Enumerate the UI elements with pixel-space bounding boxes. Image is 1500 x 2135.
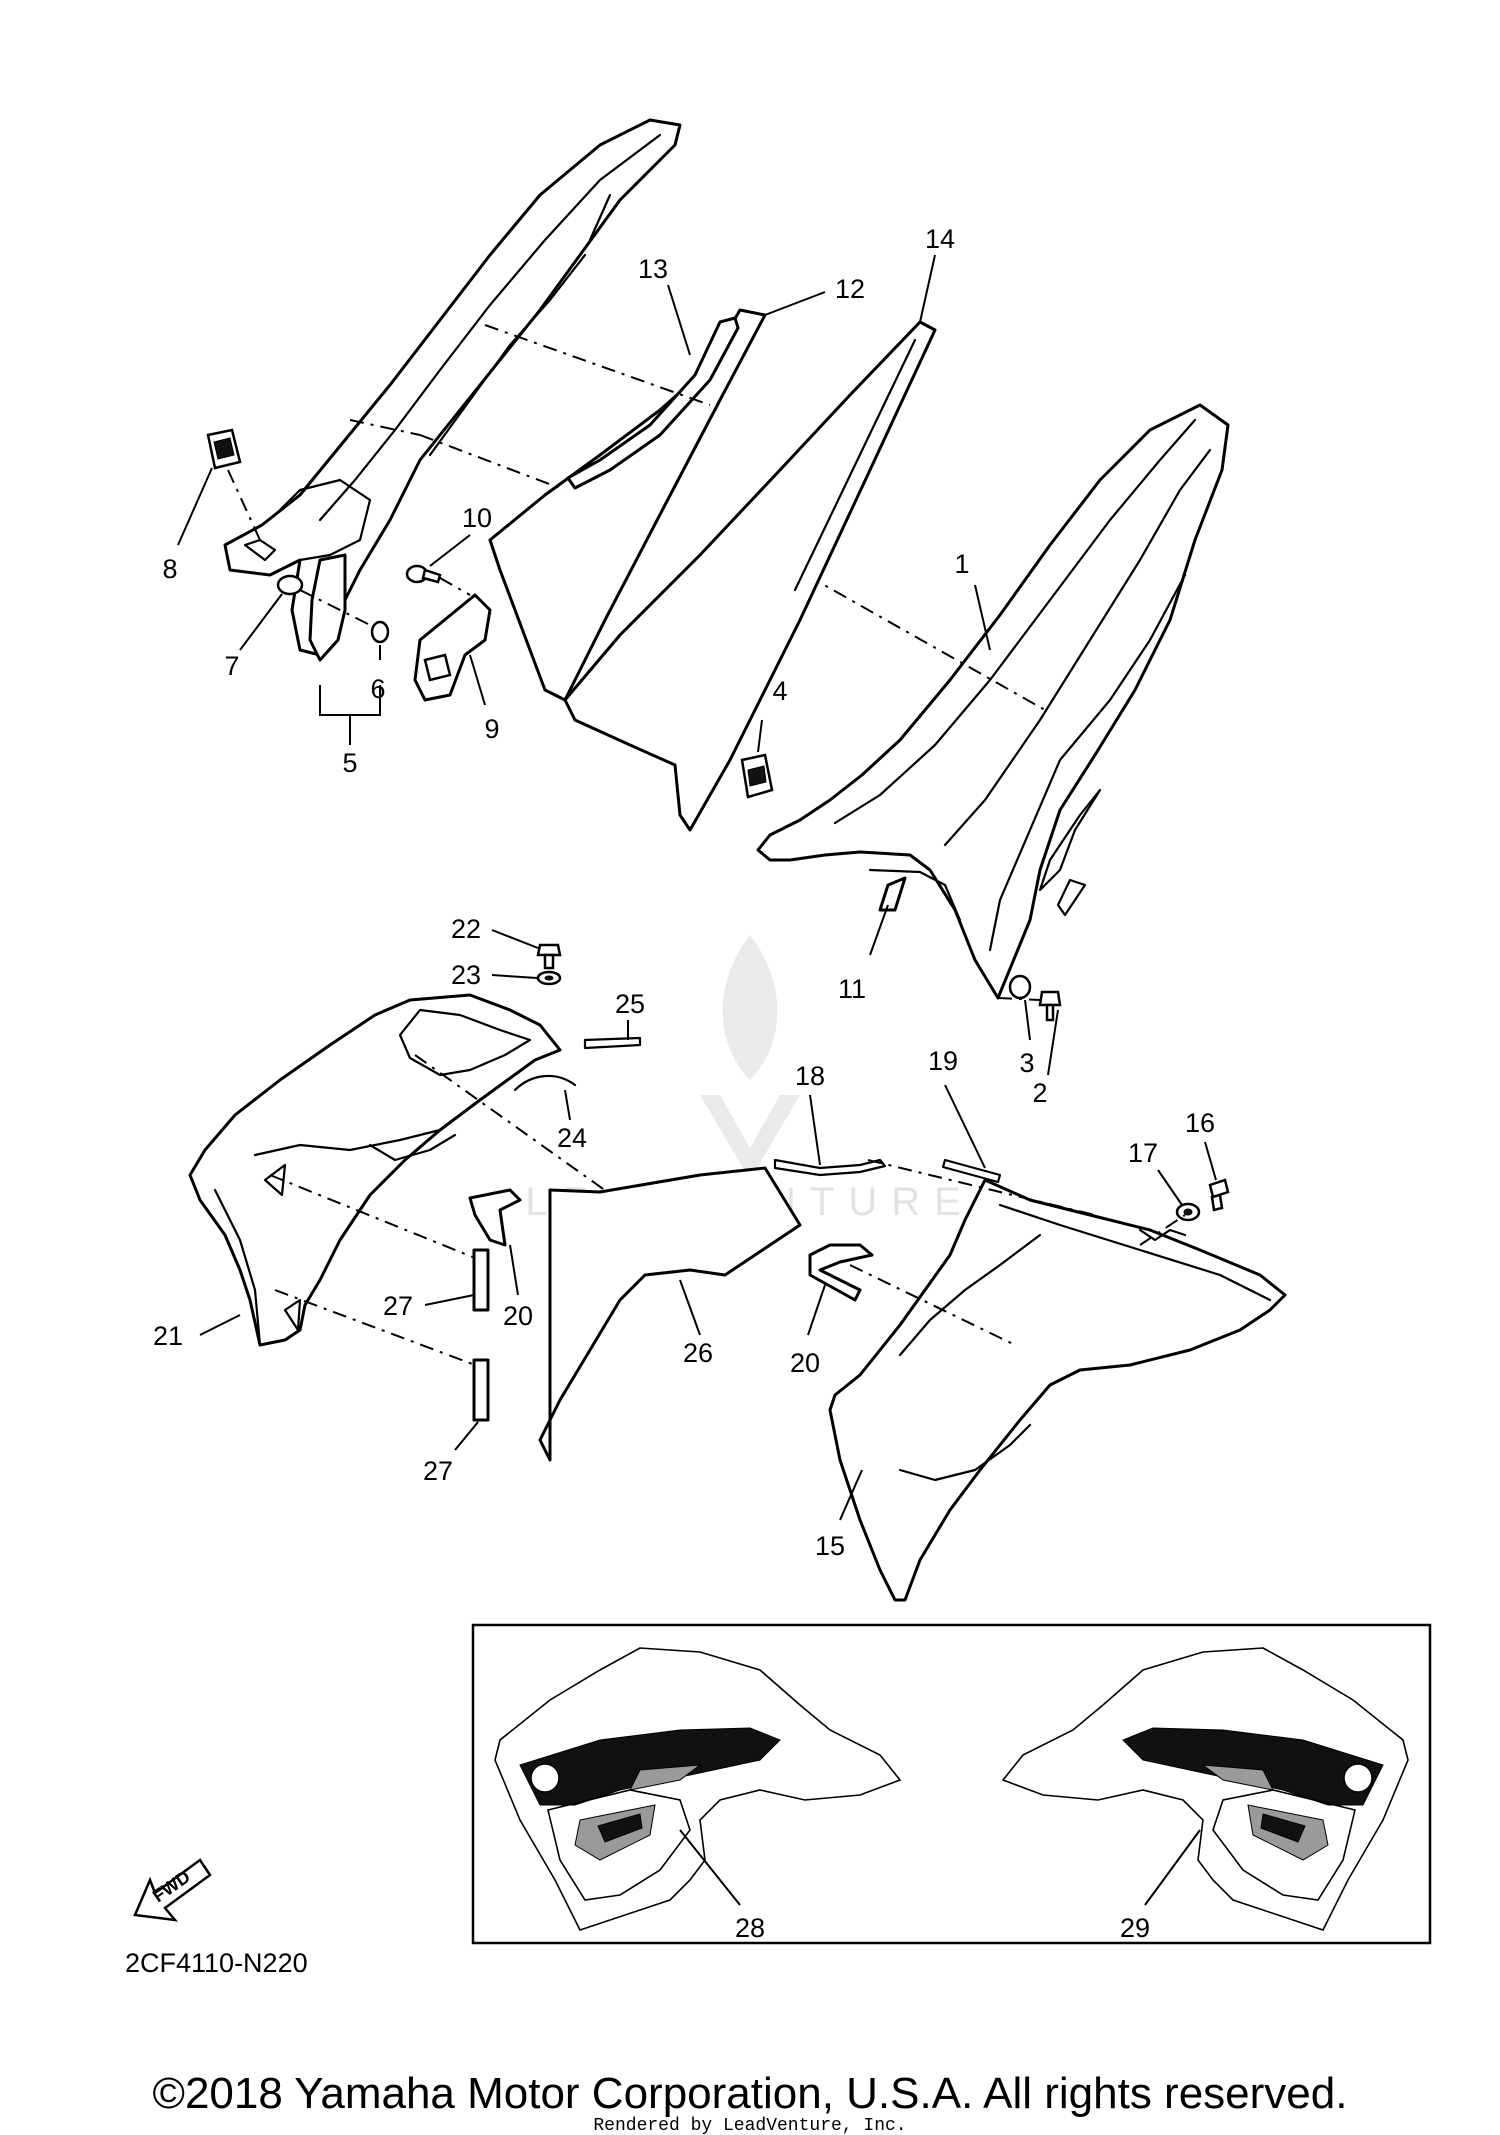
tape-27-upper bbox=[472, 1248, 490, 1312]
sheet-26 bbox=[538, 1166, 802, 1462]
callout-24: 24 bbox=[557, 1123, 587, 1153]
callout-2: 2 bbox=[1032, 1078, 1047, 1108]
callout-23: 23 bbox=[451, 960, 481, 990]
pad-20-left bbox=[468, 1188, 522, 1247]
bolt-22 bbox=[536, 943, 562, 970]
callout-8: 8 bbox=[162, 554, 177, 584]
bolt-7 bbox=[276, 574, 381, 631]
washer-3 bbox=[1008, 974, 1032, 1000]
side-cover-right bbox=[756, 403, 1230, 1000]
callout-19: 19 bbox=[928, 1046, 958, 1076]
grommet-8 bbox=[206, 428, 261, 541]
tape-27-lower bbox=[472, 1358, 490, 1422]
seal-24 bbox=[513, 1074, 577, 1092]
washer-17 bbox=[1175, 1202, 1201, 1222]
collar-6 bbox=[370, 620, 390, 644]
callout-4: 4 bbox=[772, 676, 787, 706]
shroud-right-15 bbox=[828, 1178, 1287, 1602]
callout-21: 21 bbox=[153, 1321, 183, 1351]
callout-6: 6 bbox=[370, 674, 385, 704]
callout-13: 13 bbox=[638, 254, 668, 284]
callout-1: 1 bbox=[954, 549, 969, 579]
diagram-code: 2CF4110-N220 bbox=[125, 1948, 308, 1978]
pad-20-right bbox=[808, 1243, 874, 1302]
callout-27-lower: 27 bbox=[423, 1456, 453, 1486]
callout-11: 11 bbox=[838, 974, 866, 1004]
decal-29 bbox=[1001, 1647, 1409, 1931]
rendered-by-notice: Rendered by LeadVenture, Inc. bbox=[593, 2116, 906, 2135]
side-cover-left bbox=[223, 118, 682, 657]
bracket-5 bbox=[308, 553, 381, 745]
callout-15: 15 bbox=[815, 1531, 845, 1561]
callout-27-upper: 27 bbox=[383, 1291, 413, 1321]
callout-29: 29 bbox=[1120, 1913, 1150, 1943]
callout-12: 12 bbox=[835, 274, 865, 304]
callout-7: 7 bbox=[224, 651, 239, 681]
callout-26: 26 bbox=[683, 1338, 713, 1368]
copyright-notice: ©2018 Yamaha Motor Corporation, U.S.A. A… bbox=[153, 2069, 1348, 2118]
callout-9: 9 bbox=[484, 714, 499, 744]
decal-inset-box bbox=[471, 1623, 1432, 1945]
callout-17: 17 bbox=[1128, 1138, 1158, 1168]
tape-19 bbox=[941, 1158, 1002, 1184]
tape-25 bbox=[583, 1036, 642, 1050]
bolt-2 bbox=[1038, 990, 1062, 1022]
callout-18: 18 bbox=[795, 1061, 825, 1091]
callout-5: 5 bbox=[342, 748, 357, 778]
callout-22: 22 bbox=[451, 914, 481, 944]
callout-20-left: 20 bbox=[503, 1301, 533, 1331]
side-panel-14 bbox=[563, 320, 937, 832]
fwd-arrow-icon: FWD bbox=[133, 1858, 212, 1922]
trim-13 bbox=[566, 316, 740, 490]
bolt-16 bbox=[1208, 1178, 1230, 1212]
bolt-10 bbox=[405, 564, 471, 596]
grommet-4 bbox=[740, 719, 774, 799]
callout-20-right: 20 bbox=[790, 1348, 820, 1378]
bracket-9 bbox=[413, 593, 492, 706]
callout-25: 25 bbox=[615, 989, 645, 1019]
callout-14: 14 bbox=[925, 224, 955, 254]
callout-3: 3 bbox=[1019, 1048, 1034, 1078]
callout-28: 28 bbox=[735, 1913, 765, 1943]
side-panel-12 bbox=[488, 308, 767, 702]
decal-28 bbox=[494, 1647, 902, 1931]
callout-16: 16 bbox=[1185, 1108, 1215, 1138]
clip-11 bbox=[878, 876, 907, 912]
callout-10: 10 bbox=[462, 503, 492, 533]
washer-23 bbox=[536, 970, 562, 986]
shroud-left-21 bbox=[188, 993, 562, 1347]
tape-18 bbox=[773, 1158, 887, 1177]
